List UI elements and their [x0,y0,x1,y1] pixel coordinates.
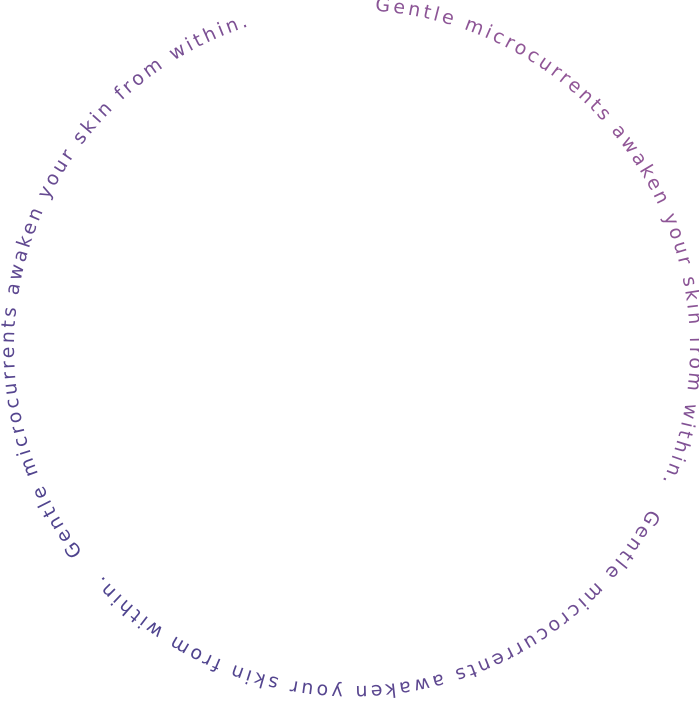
slogan-segment-1: Gentle microcurrents awaken your skin fr… [374,0,699,491]
slogan-segment-2: Gentle microcurrents awaken your skin fr… [87,506,664,703]
slogan-segment-3: Gentle microcurrents awaken your skin fr… [0,9,253,562]
